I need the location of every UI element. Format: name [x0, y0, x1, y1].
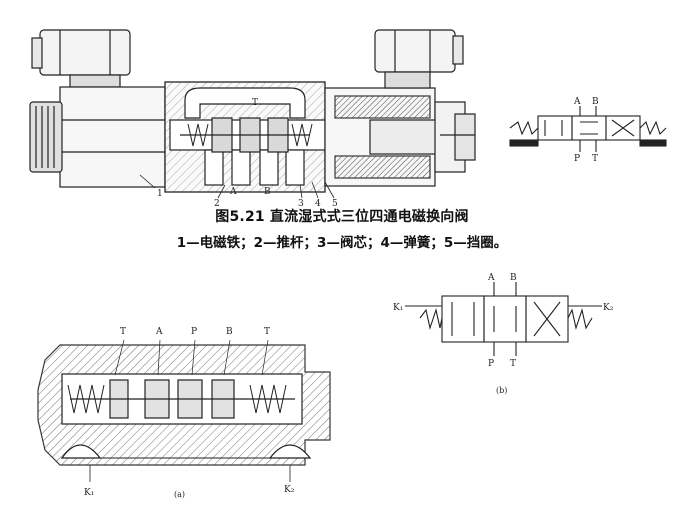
symbol-small-labels: A B P T: [573, 97, 599, 164]
label-b-B: B: [510, 273, 517, 283]
figure-caption-legend: 1—电磁铁；2—推杆；3—阀芯；4—弹簧；5—挡圈。: [176, 235, 508, 251]
figure-a-section: [37, 339, 331, 482]
valve-body: [164, 81, 326, 193]
left-connector: [31, 29, 131, 88]
figure-b-symbol: [405, 282, 602, 356]
symbol-label-A: A: [573, 97, 581, 107]
label-a-B: B: [226, 327, 233, 337]
label-a-T1: T: [120, 327, 126, 337]
section-labels: T A B 1 2 3 4 5: [157, 98, 338, 209]
figure-a-labels: T A P B T K₁ K₂ (a): [84, 327, 295, 499]
label-a-K1: K₁: [84, 488, 94, 498]
symbol-label-B: B: [592, 97, 599, 107]
symbol-label-P: P: [574, 154, 580, 164]
right-solenoid: [324, 87, 476, 187]
label-a-K2: K₂: [284, 485, 295, 495]
label-T-top: T: [252, 98, 258, 108]
label-5: 5: [332, 199, 338, 209]
label-A-top: A: [229, 187, 237, 197]
label-a-T2: T: [264, 327, 270, 337]
valve-section-view: [29, 29, 476, 199]
label-a-P: P: [191, 327, 197, 337]
label-b-A: A: [487, 273, 495, 283]
label-4: 4: [315, 199, 321, 209]
sublabel-b: (b): [496, 386, 507, 395]
label-3: 3: [298, 199, 304, 209]
label-2: 2: [214, 199, 220, 209]
label-a-A: A: [155, 327, 163, 337]
label-b-T: T: [510, 359, 516, 369]
right-connector: [374, 29, 464, 89]
sublabel-a: (a): [174, 490, 185, 499]
left-solenoid-coil: [29, 86, 166, 188]
label-b-K2: K₂: [603, 303, 614, 313]
figure-b-labels: A B P T K₁ K₂ (b): [393, 273, 614, 395]
figure-caption-title: 图5.21 直流湿式式三位四通电磁换向阀: [215, 209, 469, 225]
label-1: 1: [157, 189, 163, 199]
valve-symbol-small: [509, 106, 667, 152]
label-b-P: P: [488, 359, 494, 369]
label-B-top: B: [264, 187, 271, 197]
label-b-K1: K₁: [393, 303, 403, 313]
symbol-label-T: T: [592, 154, 598, 164]
